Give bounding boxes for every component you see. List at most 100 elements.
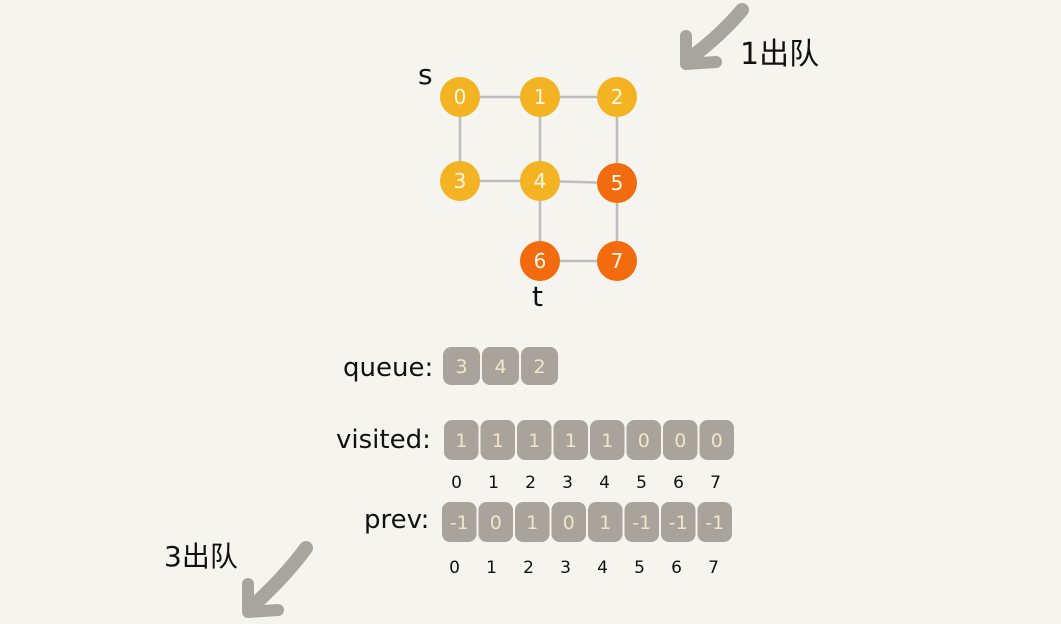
node-label: 0 (454, 85, 467, 109)
node-label: 6 (534, 249, 547, 273)
arrow-icon-top-right (680, 3, 749, 70)
array-cell: -1 (624, 502, 659, 542)
cell-box (588, 502, 623, 542)
cell-box (661, 502, 696, 542)
cell-box (663, 420, 698, 460)
index-label: 4 (599, 473, 610, 493)
prev-row: -1 0 1 0 1 -1 -1 -1 (442, 502, 732, 542)
graph-node: 2 (597, 77, 637, 117)
cell-value: -1 (632, 512, 651, 534)
node-circle (440, 161, 480, 201)
cell-value: 0 (563, 512, 575, 534)
annotation-bottom-left: 3出队 (164, 540, 238, 573)
prev-index-row: 0 1 2 3 4 5 6 7 (449, 558, 719, 578)
index-label: 3 (562, 473, 573, 493)
target-label: t (532, 280, 543, 313)
cell-box (478, 502, 513, 542)
graph-node: 7 (597, 241, 637, 281)
cell-box (699, 420, 734, 460)
cell-box (553, 420, 588, 460)
cell-box (697, 502, 732, 542)
cell-box (480, 420, 515, 460)
index-label: 5 (634, 558, 645, 578)
visited-label: visited: (336, 425, 431, 455)
array-cell: 0 (478, 502, 513, 542)
cell-value: -1 (705, 512, 724, 534)
node-label: 5 (611, 171, 624, 195)
index-label: 2 (525, 473, 536, 493)
array-cell: -1 (697, 502, 732, 542)
cell-value: 1 (492, 430, 504, 452)
cell-box (444, 420, 479, 460)
queue-row: 3 4 2 (443, 347, 558, 385)
index-label: 1 (486, 558, 497, 578)
node-circle (597, 163, 637, 203)
cell-value: 1 (528, 430, 540, 452)
node-circle (597, 77, 637, 117)
array-cell: 0 (663, 420, 698, 460)
graph-node: 6 (520, 241, 560, 281)
array-cell: 4 (482, 347, 519, 385)
cell-box (624, 502, 659, 542)
cell-box (521, 347, 558, 385)
prev-label: prev: (364, 505, 429, 535)
cell-box (442, 502, 477, 542)
cell-box (517, 420, 552, 460)
index-label: 0 (449, 558, 460, 578)
node-circle (520, 161, 560, 201)
index-label: 0 (451, 473, 462, 493)
node-circle (520, 241, 560, 281)
node-label: 2 (611, 85, 624, 109)
node-label: 7 (611, 249, 624, 273)
array-cell: 1 (480, 420, 515, 460)
cell-value: 1 (601, 430, 613, 452)
index-label: 7 (710, 473, 721, 493)
cell-value: 0 (638, 430, 650, 452)
cell-box (443, 347, 480, 385)
node-circle (597, 241, 637, 281)
node-label: 3 (454, 169, 467, 193)
array-cell: 1 (444, 420, 479, 460)
cell-box (590, 420, 625, 460)
node-label: 1 (534, 85, 547, 109)
cell-value: 2 (533, 356, 545, 378)
node-label: 4 (534, 169, 547, 193)
graph-node: 1 (520, 77, 560, 117)
cell-value: -1 (450, 512, 469, 534)
array-cell: 1 (515, 502, 550, 542)
cell-value: 0 (490, 512, 502, 534)
graph-node: 4 (520, 161, 560, 201)
index-label: 4 (597, 558, 608, 578)
index-label: 7 (708, 558, 719, 578)
array-cell: -1 (661, 502, 696, 542)
cell-value: 0 (711, 430, 723, 452)
cell-value: -1 (669, 512, 688, 534)
cell-value: 1 (526, 512, 538, 534)
cell-box (482, 347, 519, 385)
array-cell: -1 (442, 502, 477, 542)
array-cell: 1 (517, 420, 552, 460)
array-cell: 3 (443, 347, 480, 385)
graph-node: 5 (597, 163, 637, 203)
cell-value: 3 (455, 356, 467, 378)
array-cell: 1 (590, 420, 625, 460)
cell-value: 1 (455, 430, 467, 452)
array-cell: 1 (588, 502, 623, 542)
cell-value: 0 (674, 430, 686, 452)
node-circle (520, 77, 560, 117)
cell-box (551, 502, 586, 542)
graph-node: 0 (440, 77, 480, 117)
cell-value: 4 (494, 356, 506, 378)
index-label: 3 (560, 558, 571, 578)
index-label: 6 (671, 558, 682, 578)
node-circle (440, 77, 480, 117)
cell-box (515, 502, 550, 542)
index-label: 6 (673, 473, 684, 493)
array-cell: 0 (699, 420, 734, 460)
index-label: 2 (523, 558, 534, 578)
array-cell: 1 (553, 420, 588, 460)
cell-value: 1 (599, 512, 611, 534)
